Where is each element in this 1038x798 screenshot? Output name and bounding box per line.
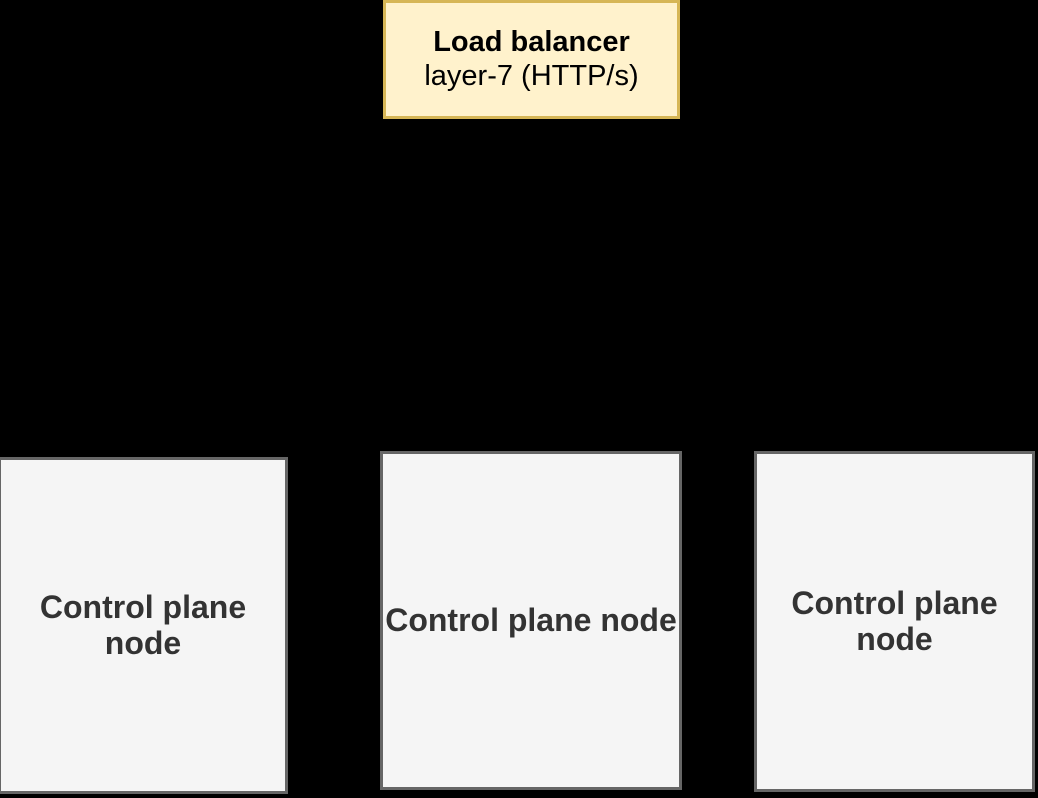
load-balancer-title: Load balancer: [433, 26, 630, 59]
control-plane-node-2-label: Control plane node: [385, 601, 677, 638]
load-balancer-box: Load balancer layer-7 (HTTP/s): [383, 0, 680, 119]
control-plane-node-2: Control plane node: [380, 451, 682, 790]
control-plane-node-3: Control plane node: [754, 451, 1035, 792]
control-plane-node-1: Control plane node: [0, 457, 288, 794]
control-plane-node-3-label: Control plane node: [791, 585, 998, 657]
load-balancer-subtitle: layer-7 (HTTP/s): [424, 59, 639, 92]
control-plane-node-1-label: Control plane node: [39, 589, 247, 661]
